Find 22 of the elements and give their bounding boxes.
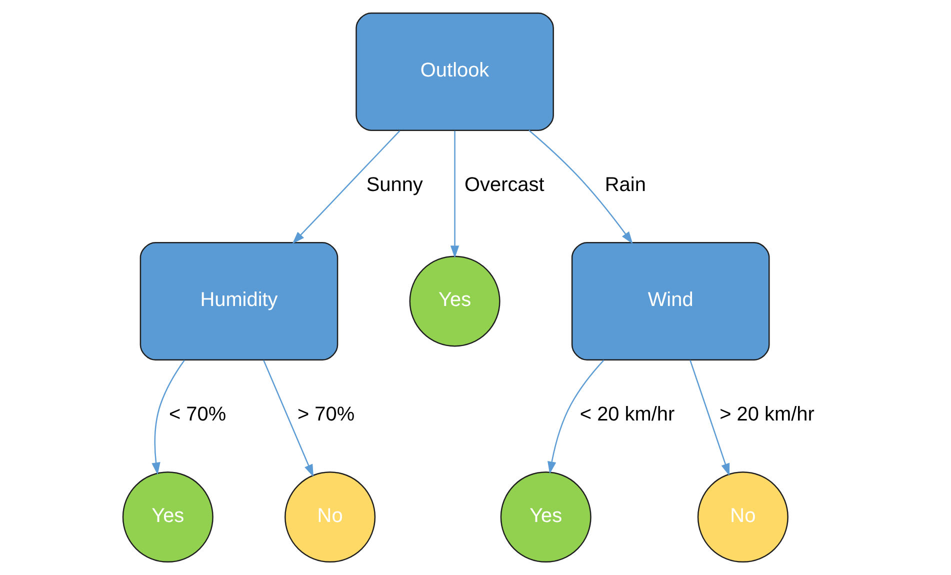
- node-box: Wind: [570, 242, 770, 360]
- node-circle: Yes: [408, 256, 500, 347]
- edge-label: > 20 km/hr: [719, 404, 814, 426]
- edge-label: < 20 km/hr: [579, 404, 674, 426]
- arrow: [528, 130, 632, 244]
- edge-label: Rain: [604, 174, 646, 196]
- node-circle: Yes: [122, 472, 213, 563]
- arrow: [689, 360, 730, 476]
- node-circle: Yes: [500, 472, 591, 563]
- edge-label: < 70%: [168, 404, 226, 426]
- arrow: [262, 360, 313, 477]
- arrow: [547, 360, 604, 474]
- edge-label: Sunny: [366, 174, 422, 196]
- node-box: Humidity: [139, 242, 338, 360]
- arrow: [292, 130, 400, 244]
- node-circle: No: [696, 472, 788, 563]
- arrow: [450, 130, 459, 258]
- arrow: [151, 360, 184, 475]
- edge-label: Overcast: [464, 174, 544, 196]
- edge-label: > 70%: [296, 404, 354, 426]
- node-circle: No: [284, 472, 376, 563]
- node-box: Outlook: [355, 12, 554, 131]
